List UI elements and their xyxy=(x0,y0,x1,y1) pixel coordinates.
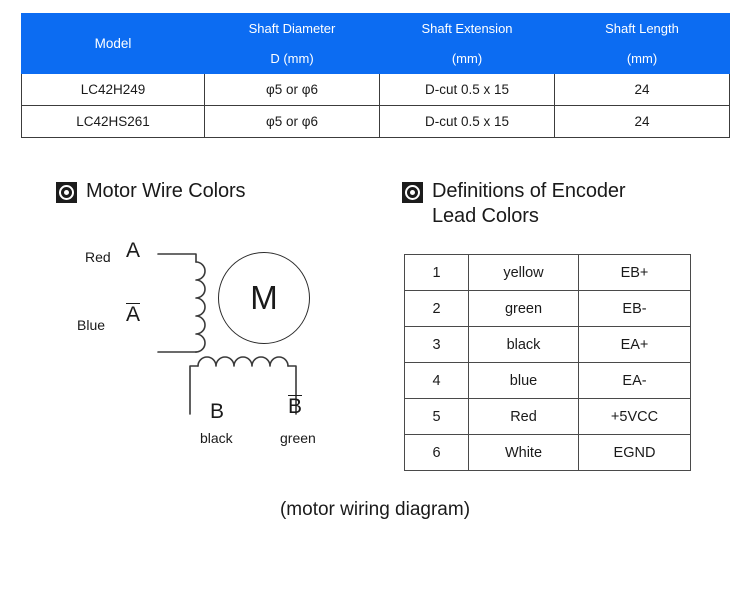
motor-wiring-svg xyxy=(157,253,297,415)
phase-label-a: A xyxy=(126,239,141,262)
table-row: 3 black EA+ xyxy=(404,326,691,363)
cell-lead-signal: EA+ xyxy=(578,326,691,363)
cell-model: LC42H249 xyxy=(21,73,205,106)
column-subheader-extension-unit: (mm) xyxy=(379,43,555,74)
cell-lead-color: Red xyxy=(468,398,579,435)
target-icon xyxy=(402,182,423,203)
cell-lead-number: 3 xyxy=(404,326,469,363)
table-header-row-1: Model Shaft Diameter Shaft Extension Sha… xyxy=(21,13,730,74)
cell-lead-number: 4 xyxy=(404,362,469,399)
encoder-heading-line2: Lead Colors xyxy=(432,205,539,227)
table-row: 4 blue EA- xyxy=(404,362,691,399)
cell-lead-signal: EB- xyxy=(578,290,691,327)
shaft-spec-table: Model Shaft Diameter Shaft Extension Sha… xyxy=(21,13,730,138)
table-row: 2 green EB- xyxy=(404,290,691,327)
target-icon xyxy=(56,182,77,203)
cell-shaft-length: 24 xyxy=(554,73,730,106)
cell-lead-signal: EGND xyxy=(578,434,691,471)
phase-label-b: B xyxy=(210,400,225,423)
wire-label-blue: Blue xyxy=(77,317,106,333)
diagram-caption: (motor wiring diagram) xyxy=(279,499,471,520)
encoder-heading-line1: Definitions of Encoder xyxy=(432,180,626,202)
table-row: LC42HS261 φ5 or φ6 D-cut 0.5 x 15 24 xyxy=(21,105,730,138)
encoder-heading-text: Definitions of Encoder Lead Colors xyxy=(432,179,626,229)
motor-wire-colors-heading: Motor Wire Colors xyxy=(56,179,246,204)
encoder-lead-colors-heading: Definitions of Encoder Lead Colors xyxy=(402,179,702,229)
cell-shaft-extension: D-cut 0.5 x 15 xyxy=(379,73,555,106)
wire-label-green: green xyxy=(280,430,316,446)
column-header-shaft-extension: Shaft Extension xyxy=(379,13,555,44)
cell-lead-signal: EB+ xyxy=(578,254,691,291)
cell-lead-number: 2 xyxy=(404,290,469,327)
table-row: LC42H249 φ5 or φ6 D-cut 0.5 x 15 24 xyxy=(21,73,730,106)
cell-lead-number: 5 xyxy=(404,398,469,435)
phase-label-b-bar: B xyxy=(288,395,303,419)
cell-lead-color: yellow xyxy=(468,254,579,291)
phase-label-a-bar: A xyxy=(126,303,141,327)
cell-lead-color: green xyxy=(468,290,579,327)
column-header-shaft-length: Shaft Length xyxy=(554,13,730,44)
wire-label-red: Red xyxy=(85,249,111,265)
cell-model: LC42HS261 xyxy=(21,105,205,138)
encoder-lead-table: 1 yellow EB+ 2 green EB- 3 black EA+ 4 b… xyxy=(404,254,691,471)
column-subheader-diameter-unit: D (mm) xyxy=(204,43,380,74)
cell-lead-signal: EA- xyxy=(578,362,691,399)
cell-lead-number: 6 xyxy=(404,434,469,471)
table-row: 1 yellow EB+ xyxy=(404,254,691,291)
table-row: 5 Red +5VCC xyxy=(404,398,691,435)
phase-label-b-bar-text: B xyxy=(288,395,303,418)
phase-label-a-bar-text: A xyxy=(126,303,141,326)
cell-lead-number: 1 xyxy=(404,254,469,291)
motor-wiring-diagram: M Red A Blue A B B black green xyxy=(60,232,390,457)
cell-lead-color: blue xyxy=(468,362,579,399)
column-subheader-length-unit: (mm) xyxy=(554,43,730,74)
cell-shaft-length: 24 xyxy=(554,105,730,138)
table-header-row-2: D (mm) (mm) (mm) xyxy=(22,43,730,74)
table-row: 6 White EGND xyxy=(404,434,691,471)
motor-symbol: M xyxy=(218,252,310,344)
motor-wire-colors-heading-label: Motor Wire Colors xyxy=(86,180,246,202)
cell-shaft-diameter: φ5 or φ6 xyxy=(204,73,380,106)
cell-lead-color: White xyxy=(468,434,579,471)
wire-label-black: black xyxy=(200,430,233,446)
cell-shaft-extension: D-cut 0.5 x 15 xyxy=(379,105,555,138)
cell-lead-color: black xyxy=(468,326,579,363)
column-header-shaft-diameter: Shaft Diameter xyxy=(204,13,380,44)
cell-shaft-diameter: φ5 or φ6 xyxy=(204,105,380,138)
cell-lead-signal: +5VCC xyxy=(578,398,691,435)
column-header-model: Model xyxy=(21,13,205,74)
